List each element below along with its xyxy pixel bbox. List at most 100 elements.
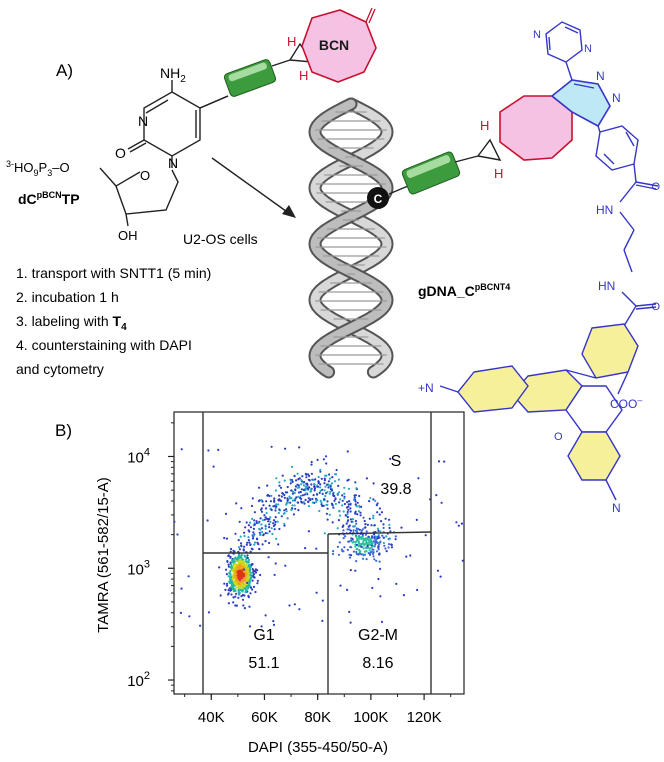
event-dot bbox=[327, 486, 330, 489]
event-dot bbox=[207, 611, 210, 614]
event-dot bbox=[283, 496, 286, 499]
event-dot bbox=[240, 554, 243, 557]
event-dot bbox=[252, 534, 255, 537]
event-dot bbox=[321, 492, 324, 495]
event-dot bbox=[251, 537, 255, 540]
event-dot bbox=[334, 497, 337, 501]
event-dot bbox=[281, 474, 284, 477]
event-dot bbox=[384, 517, 387, 520]
event-dot bbox=[354, 569, 357, 572]
event-dot bbox=[354, 500, 357, 503]
event-dot bbox=[232, 577, 235, 580]
event-dot bbox=[272, 522, 275, 525]
event-dot bbox=[358, 505, 361, 509]
event-dot bbox=[265, 511, 268, 515]
event-dot bbox=[249, 526, 252, 529]
event-dot bbox=[355, 550, 358, 554]
event-dot bbox=[278, 527, 281, 531]
event-dot bbox=[319, 483, 322, 486]
amide-nh2: HN bbox=[598, 279, 615, 293]
event-dot bbox=[323, 479, 326, 482]
event-dot bbox=[247, 565, 250, 568]
event-dot bbox=[349, 529, 353, 532]
event-dot bbox=[278, 508, 281, 511]
event-dot bbox=[319, 489, 322, 492]
gate-g2-top bbox=[327, 531, 432, 535]
event-dot bbox=[240, 545, 243, 548]
event-dot bbox=[264, 507, 268, 510]
panel-b-label: B) bbox=[55, 421, 72, 440]
event-dot bbox=[353, 496, 356, 499]
event-dot bbox=[234, 556, 237, 559]
event-dot bbox=[291, 499, 294, 502]
event-dot bbox=[321, 488, 324, 491]
amide-o1: O bbox=[651, 181, 660, 193]
event-dot bbox=[359, 550, 362, 553]
event-dot bbox=[212, 465, 215, 468]
nucleotide-name: dCpBCNTP bbox=[18, 190, 80, 207]
y-tick-label: 104 bbox=[127, 446, 150, 466]
event-dot bbox=[360, 536, 363, 539]
event-dot bbox=[365, 530, 368, 533]
event-dot bbox=[312, 494, 315, 497]
event-dot bbox=[350, 520, 353, 523]
event-dot bbox=[299, 490, 302, 494]
event-dot bbox=[300, 501, 304, 504]
event-dot bbox=[455, 521, 458, 524]
iminium-n: +N bbox=[418, 381, 434, 395]
event-dot bbox=[387, 543, 391, 546]
event-dot bbox=[372, 517, 375, 520]
event-dot bbox=[232, 559, 235, 562]
event-dot bbox=[244, 569, 247, 572]
event-dot bbox=[380, 511, 383, 514]
event-dot bbox=[244, 526, 247, 529]
amide-o2: O bbox=[651, 301, 660, 313]
pyrimidine-ring bbox=[545, 21, 583, 81]
event-dot bbox=[254, 590, 257, 594]
event-dot bbox=[316, 485, 320, 488]
event-dot bbox=[344, 514, 347, 517]
event-dot bbox=[388, 526, 391, 530]
event-dot bbox=[229, 578, 232, 581]
amine-n: N bbox=[612, 501, 621, 515]
event-dot bbox=[262, 534, 265, 537]
event-dot bbox=[324, 474, 327, 477]
event-dot bbox=[302, 484, 305, 487]
event-dot bbox=[390, 543, 393, 547]
event-dot bbox=[370, 540, 373, 543]
event-dot bbox=[251, 548, 254, 551]
event-dot bbox=[237, 577, 240, 580]
event-dot bbox=[334, 502, 337, 505]
event-dot bbox=[368, 517, 371, 520]
event-dot bbox=[331, 521, 334, 524]
event-dot bbox=[340, 548, 343, 551]
cycloadduct bbox=[476, 79, 611, 161]
event-dot bbox=[233, 588, 236, 591]
event-dot bbox=[254, 571, 258, 574]
event-dot bbox=[240, 507, 243, 510]
event-dot bbox=[314, 478, 317, 481]
carboxylate-label: COO– bbox=[610, 395, 642, 411]
event-dot bbox=[225, 584, 229, 587]
event-dot bbox=[293, 498, 296, 501]
event-dot bbox=[290, 496, 293, 500]
event-dot bbox=[284, 447, 287, 450]
event-dot bbox=[313, 487, 316, 490]
event-dot bbox=[254, 541, 257, 544]
event-dot bbox=[241, 558, 244, 561]
event-dot bbox=[360, 545, 363, 548]
event-dot bbox=[354, 510, 357, 513]
event-dot bbox=[377, 541, 380, 545]
event-dot bbox=[372, 498, 375, 501]
event-dot bbox=[343, 502, 346, 506]
gate-name: G2-M bbox=[358, 627, 398, 644]
event-dot bbox=[248, 576, 251, 579]
event-dot bbox=[232, 575, 235, 578]
event-dot bbox=[357, 510, 360, 513]
event-dot bbox=[272, 620, 275, 623]
event-dot bbox=[363, 519, 366, 523]
event-dot bbox=[355, 548, 358, 551]
event-dot bbox=[307, 505, 311, 508]
event-dot bbox=[224, 588, 227, 592]
event-dot bbox=[248, 569, 251, 572]
